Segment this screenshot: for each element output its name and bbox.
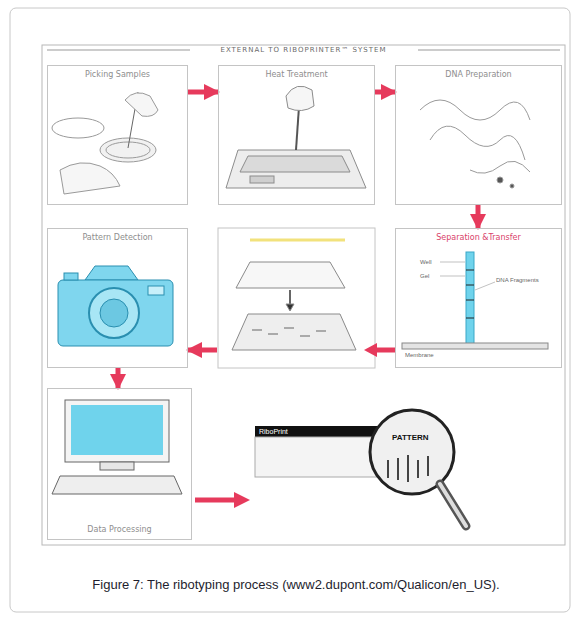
step-panel: Picking Samples: [47, 65, 188, 205]
part-label: DNA Fragments: [496, 277, 539, 284]
step-title: Separation &Transfer: [396, 233, 561, 243]
flow-arrow: [476, 205, 481, 228]
step-title: Pattern Detection: [48, 233, 187, 243]
outer-frame: [42, 45, 565, 545]
flow-arrow: [375, 90, 395, 95]
arrow-head: [234, 492, 250, 508]
step-title: Picking Samples: [48, 70, 187, 80]
membrane-illustration: [232, 240, 356, 350]
part-label: Well: [420, 259, 432, 266]
step-panel: Pattern Detection: [47, 228, 188, 368]
flow-arrow: [188, 348, 395, 353]
header-rule: [418, 50, 560, 51]
figure-caption: Figure 7: The ribotyping process (www2.d…: [36, 577, 556, 592]
flow-arrow: [188, 90, 218, 95]
part-label: Gel: [420, 273, 429, 280]
figure-frame: [10, 8, 570, 612]
membrane-panel: [218, 228, 375, 368]
step-title: Heat Treatment: [219, 70, 374, 80]
part-label: PATTERN: [392, 434, 429, 441]
heat-block-illustration: [226, 86, 366, 188]
camera-illustration: [58, 266, 173, 346]
step-panel: Data Processing: [47, 388, 192, 540]
arrow-head: [364, 343, 377, 357]
step-panel: Heat Treatment: [218, 65, 375, 205]
step-title: DNA Preparation: [396, 70, 561, 80]
header-rule: [47, 50, 190, 51]
gel-illustration: [402, 252, 548, 349]
step-title: Data Processing: [48, 525, 191, 535]
arrow-line: [195, 498, 236, 503]
step-panel: DNA Preparation: [395, 65, 562, 205]
step-panel: Separation &Transfer: [395, 228, 562, 368]
part-label: Membrane: [405, 352, 434, 359]
flow-arrow: [116, 368, 121, 388]
part-label: RiboPrint: [259, 428, 288, 435]
system-heading: EXTERNAL TO RIBOPRINTER™ SYSTEM: [42, 46, 565, 54]
computer-illustration: [52, 400, 182, 494]
picking-illustration: [52, 92, 158, 194]
magnifier-illustration: [255, 410, 466, 526]
dna-illustration: [420, 100, 530, 188]
